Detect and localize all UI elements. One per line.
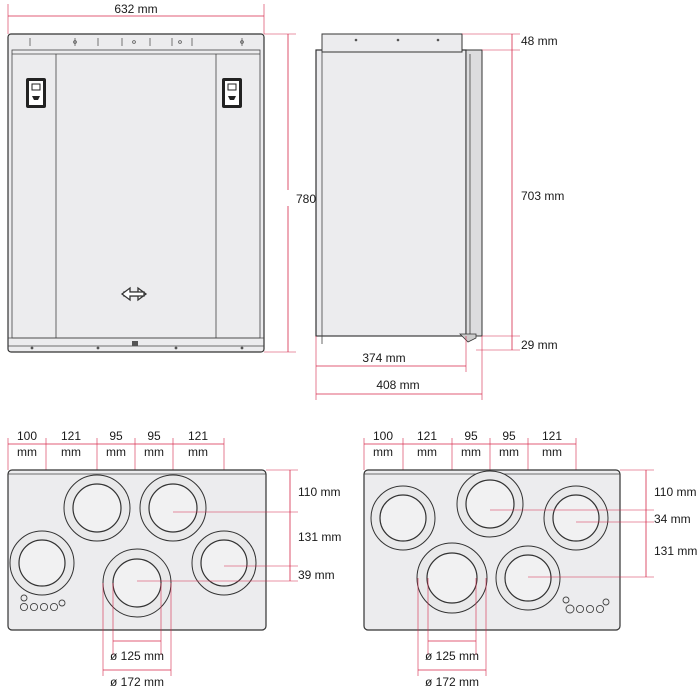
hob-right-col-4-unit: mm	[499, 445, 519, 459]
hob-left-col-4-unit: mm	[144, 445, 164, 459]
hob-right-col-3-value: 95	[464, 429, 478, 443]
hob-right-dim-2: 34 mm	[654, 512, 691, 526]
hob-right-col-2-unit: mm	[417, 445, 437, 459]
side-height-label: 703 mm	[521, 189, 564, 203]
side-panel	[315, 49, 467, 337]
hob-right-diam-small: ø 125 mm	[425, 649, 479, 663]
hob-left-col-2-value: 121	[61, 429, 81, 443]
hob-left: 100 mm 121 mm 95 mm 95 mm 121 mm	[7, 429, 341, 689]
hob-right-col-5-unit: mm	[542, 445, 562, 459]
hob-left-col-5-unit: mm	[188, 445, 208, 459]
hob-left-col-2-unit: mm	[61, 445, 81, 459]
hob-left-col-4-value: 95	[147, 429, 161, 443]
hob-left-col-1-value: 100	[17, 429, 37, 443]
hob-left-col-5-value: 121	[188, 429, 208, 443]
hob-left-controls	[19, 594, 66, 612]
hob-left-diam-large: ø 172 mm	[110, 675, 164, 689]
hob-left-dim-3: 39 mm	[298, 568, 335, 582]
hob-left-col-3-unit: mm	[106, 445, 126, 459]
hob-right-col-4-value: 95	[502, 429, 516, 443]
hob-right-col-3-unit: mm	[461, 445, 481, 459]
side-view: 48 mm 703 mm 29 mm 374 mm 408 mm	[315, 33, 564, 400]
hob-right-dim-3: 131 mm	[654, 544, 697, 558]
hob-right-col-1-unit: mm	[373, 445, 393, 459]
hob-right-controls	[562, 596, 610, 614]
side-depth-inner-label: 374 mm	[362, 351, 405, 365]
hob-left-dim-1: 110 mm	[298, 485, 340, 499]
hob-right-dim-1: 110 mm	[654, 485, 696, 499]
front-height-label: 780	[296, 192, 316, 206]
side-top-label: 48 mm	[521, 34, 558, 48]
hob-right-col-2-value: 121	[417, 429, 437, 443]
hob-left-dim-2: 131 mm	[298, 530, 341, 544]
front-panel	[7, 33, 265, 353]
hob-left-col-3-value: 95	[109, 429, 123, 443]
front-view: 632 mm	[7, 2, 316, 353]
double-arrow-icon	[120, 286, 148, 302]
lock-bracket-icon-right	[222, 78, 242, 108]
hob-left-diam-small: ø 125 mm	[110, 649, 164, 663]
hob-right-diam-large: ø 172 mm	[425, 675, 479, 689]
hob-right-col-1-value: 100	[373, 429, 393, 443]
front-width-label: 632 mm	[114, 2, 157, 16]
side-bottom-label: 29 mm	[521, 338, 558, 352]
hob-left-col-1-unit: mm	[17, 445, 37, 459]
hob-right-col-5-value: 121	[542, 429, 562, 443]
side-depth-outer-label: 408 mm	[376, 378, 419, 392]
hob-right: 100 mm 121 mm 95 mm 95 mm 121 mm	[363, 429, 697, 689]
lock-bracket-icon-left	[26, 78, 46, 108]
